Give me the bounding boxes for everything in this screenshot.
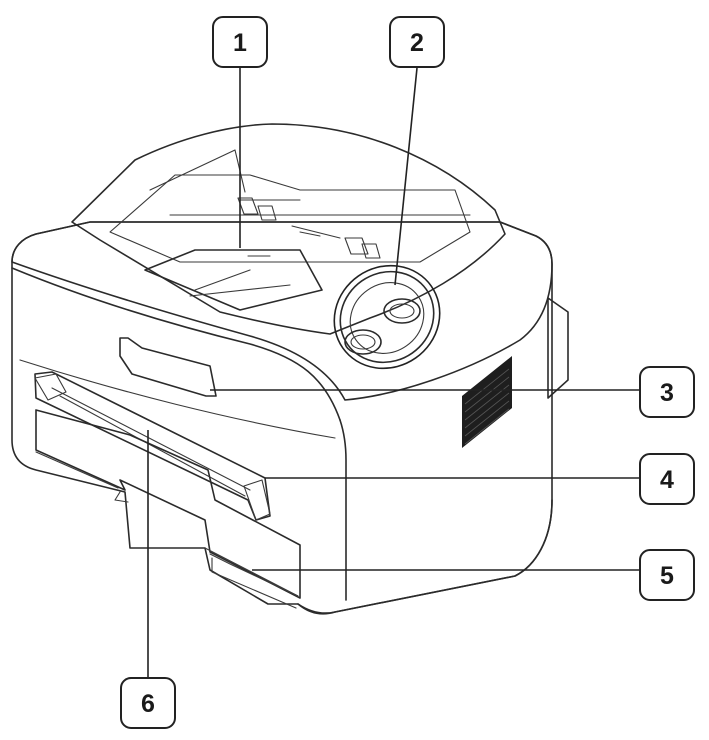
side-vent xyxy=(462,356,512,448)
printer-base xyxy=(297,499,553,615)
callout-6: 6 xyxy=(120,677,176,729)
output-support-tray xyxy=(144,249,323,311)
callout-box-2 xyxy=(389,16,445,68)
callout-label-3: 3 xyxy=(660,379,674,407)
callout-2: 2 xyxy=(389,16,445,68)
callout-3: 3 xyxy=(639,366,695,418)
cancel-button-inner xyxy=(350,334,376,350)
leader-lines xyxy=(147,67,640,678)
callout-5: 5 xyxy=(639,549,695,601)
manual-feeder-slot xyxy=(34,371,271,521)
callout-box-1 xyxy=(212,16,268,68)
control-panel-inner xyxy=(349,282,425,354)
callout-label-5: 5 xyxy=(660,562,674,590)
manual-feeder-guide-left xyxy=(34,373,67,401)
callout-box-6 xyxy=(120,677,176,729)
callout-box-4 xyxy=(639,453,695,505)
front-face-edge xyxy=(11,267,341,421)
front-face-right-edge xyxy=(339,419,347,601)
callout-label-4: 4 xyxy=(660,466,674,494)
printer-illustration xyxy=(11,123,569,615)
callout-label-1: 1 xyxy=(233,29,247,57)
control-panel-highlight xyxy=(333,264,441,370)
callout-4: 4 xyxy=(639,453,695,505)
power-button[interactable] xyxy=(383,298,421,324)
rear-paper-cover xyxy=(547,297,569,399)
leader-line-2 xyxy=(394,67,418,286)
cancel-button[interactable] xyxy=(344,329,382,355)
callout-box-3 xyxy=(639,366,695,418)
paper-exit-slot xyxy=(109,174,471,263)
paper-tray-front xyxy=(35,409,301,599)
power-button-inner xyxy=(389,303,415,319)
output-support-tray-lines xyxy=(189,255,291,297)
callout-1: 1 xyxy=(212,16,268,68)
control-panel xyxy=(339,270,435,364)
paper-stopper-clips xyxy=(237,197,381,259)
paper-tray-edge xyxy=(35,451,299,597)
callout-box-5 xyxy=(639,549,695,601)
manual-feeder-inner-line xyxy=(51,387,251,497)
front-cover-handle xyxy=(119,337,217,397)
callout-label-2: 2 xyxy=(410,29,424,57)
callout-label-6: 6 xyxy=(141,690,155,718)
tray-handle-recess xyxy=(209,553,299,609)
top-cover xyxy=(11,221,553,401)
output-tray-recess xyxy=(71,123,506,335)
front-cover-line xyxy=(19,359,336,439)
manual-feeder-guide-right xyxy=(243,479,271,521)
